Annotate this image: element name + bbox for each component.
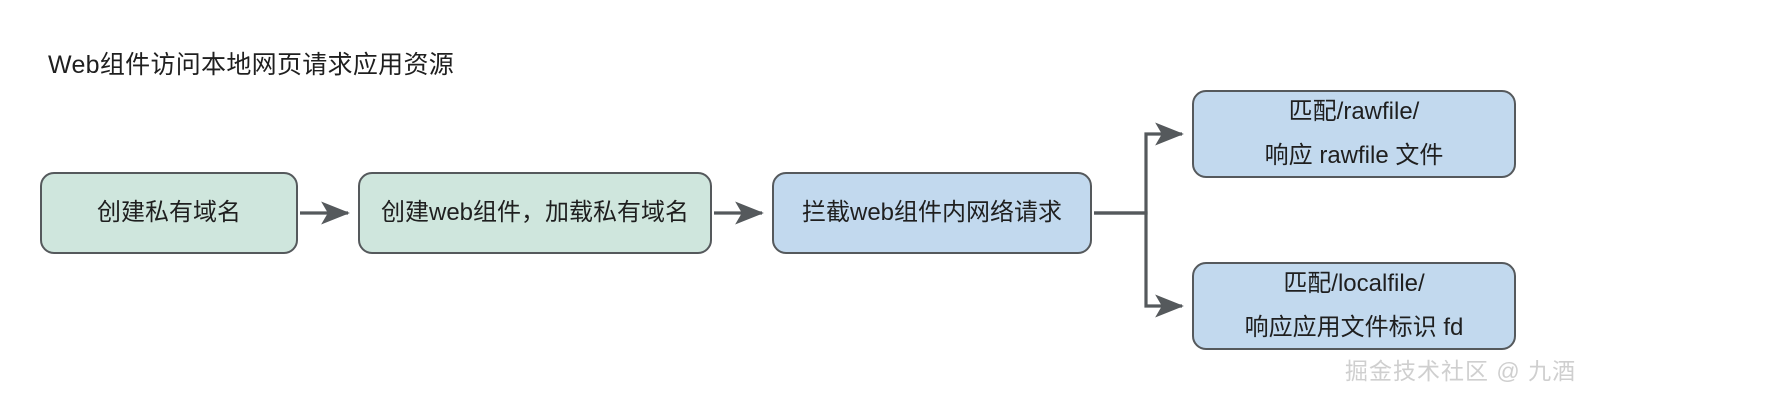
diagram-title: Web组件访问本地网页请求应用资源 xyxy=(48,51,455,79)
node-create-domain-label: 创建私有域名 xyxy=(97,198,241,226)
node-intercept-request[interactable]: 拦截web组件内网络请求 xyxy=(772,172,1092,254)
node-match-localfile[interactable]: 匹配/localfile/ 响应应用文件标识 fd xyxy=(1192,262,1516,350)
node-match-localfile-label: 匹配/localfile/ xyxy=(1283,269,1425,297)
node-create-domain[interactable]: 创建私有域名 xyxy=(40,172,298,254)
node-match-localfile-sublabel: 响应应用文件标识 fd xyxy=(1244,313,1464,341)
node-match-rawfile-sublabel: 响应 rawfile 文件 xyxy=(1264,141,1444,169)
node-create-web-label: 创建web组件，加载私有域名 xyxy=(380,198,690,226)
node-match-rawfile-label: 匹配/rawfile/ xyxy=(1288,97,1420,125)
node-intercept-request-label: 拦截web组件内网络请求 xyxy=(801,198,1063,226)
edge-intercept-to-rawfile xyxy=(1094,122,1184,215)
watermark: 掘金技术社区 @ 九酒 xyxy=(1345,358,1577,384)
node-create-web[interactable]: 创建web组件，加载私有域名 xyxy=(358,172,712,254)
edge-intercept-to-localfile xyxy=(1094,211,1184,318)
node-match-rawfile[interactable]: 匹配/rawfile/ 响应 rawfile 文件 xyxy=(1192,90,1516,178)
